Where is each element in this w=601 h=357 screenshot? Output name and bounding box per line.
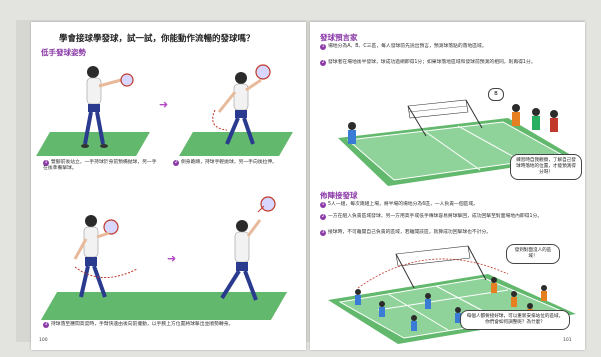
serve-figure-1 <box>81 66 134 148</box>
arrow-icon-1: ➜ <box>159 98 169 111</box>
serve-figure-4 <box>220 196 276 301</box>
serve-figure-2 <box>212 64 271 145</box>
section-title-serve-prediction: 發球預言家 <box>320 33 358 42</box>
zone-bubble-b: B <box>488 88 504 101</box>
page-title: 學會接球學發球，試一試，你能動作流暢的發球嗎？ <box>59 34 255 44</box>
arrow-icon-2: ➜ <box>167 252 177 265</box>
section-title-underhand-serve: 低手發球姿勢 <box>41 48 86 57</box>
formation-court-illustration <box>328 245 576 344</box>
serve-figure-3 <box>73 215 138 298</box>
page-number-left: 100 <box>39 338 48 343</box>
tip-bubble-formation: 每個人都要接好球，可以重新安排站位的區域，你們會如何調整呢？為什麼？ <box>460 310 570 330</box>
prediction-court-illustration <box>338 99 576 186</box>
page-number-right: 101 <box>563 338 572 343</box>
tip-bubble-target: 發到對面沒人的區域！ <box>506 244 560 264</box>
section-title-formation-receive: 佈陣接發球 <box>320 191 358 200</box>
tip-bubble-prediction: 練習時自我觀察，了解自己發球時落地的位置，才能預測得分呀！ <box>510 154 582 180</box>
